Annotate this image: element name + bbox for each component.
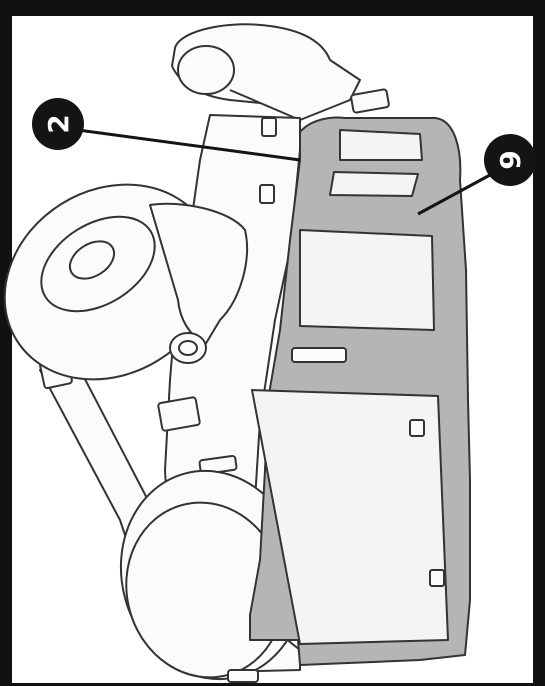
frame-top-border bbox=[0, 0, 545, 16]
rear-light bbox=[350, 88, 390, 114]
spare-tire-hub bbox=[68, 240, 116, 280]
callout-right-label: 9 bbox=[494, 150, 527, 169]
callout-left: 2 bbox=[32, 98, 84, 150]
front-foot bbox=[227, 669, 259, 683]
leader-line-left bbox=[77, 128, 301, 162]
handle-front bbox=[261, 117, 277, 137]
hitch-ring bbox=[177, 45, 235, 95]
callout-left-circle bbox=[32, 98, 84, 150]
side-window bbox=[299, 229, 435, 331]
rear-window-upper bbox=[339, 129, 423, 161]
callout-left-label: 2 bbox=[42, 114, 75, 133]
rear-window-lower bbox=[329, 171, 419, 197]
handle-rear bbox=[259, 184, 275, 204]
vehicle bbox=[3, 23, 471, 683]
callout-right-circle bbox=[484, 134, 536, 186]
cab-bar bbox=[291, 347, 347, 363]
frame-right-border bbox=[533, 0, 545, 686]
wheel-arch bbox=[149, 202, 248, 346]
latch-lower bbox=[429, 569, 445, 587]
frame-left-border bbox=[0, 0, 12, 686]
hitch-bar bbox=[229, 59, 361, 121]
door-opening bbox=[251, 389, 449, 645]
leader-line-right bbox=[417, 173, 491, 216]
fuel-cap-inner bbox=[178, 340, 198, 356]
latch-upper bbox=[409, 419, 425, 437]
callout-right: 9 bbox=[484, 134, 536, 186]
side-step bbox=[157, 396, 201, 432]
frame-bottom-line bbox=[0, 683, 545, 686]
